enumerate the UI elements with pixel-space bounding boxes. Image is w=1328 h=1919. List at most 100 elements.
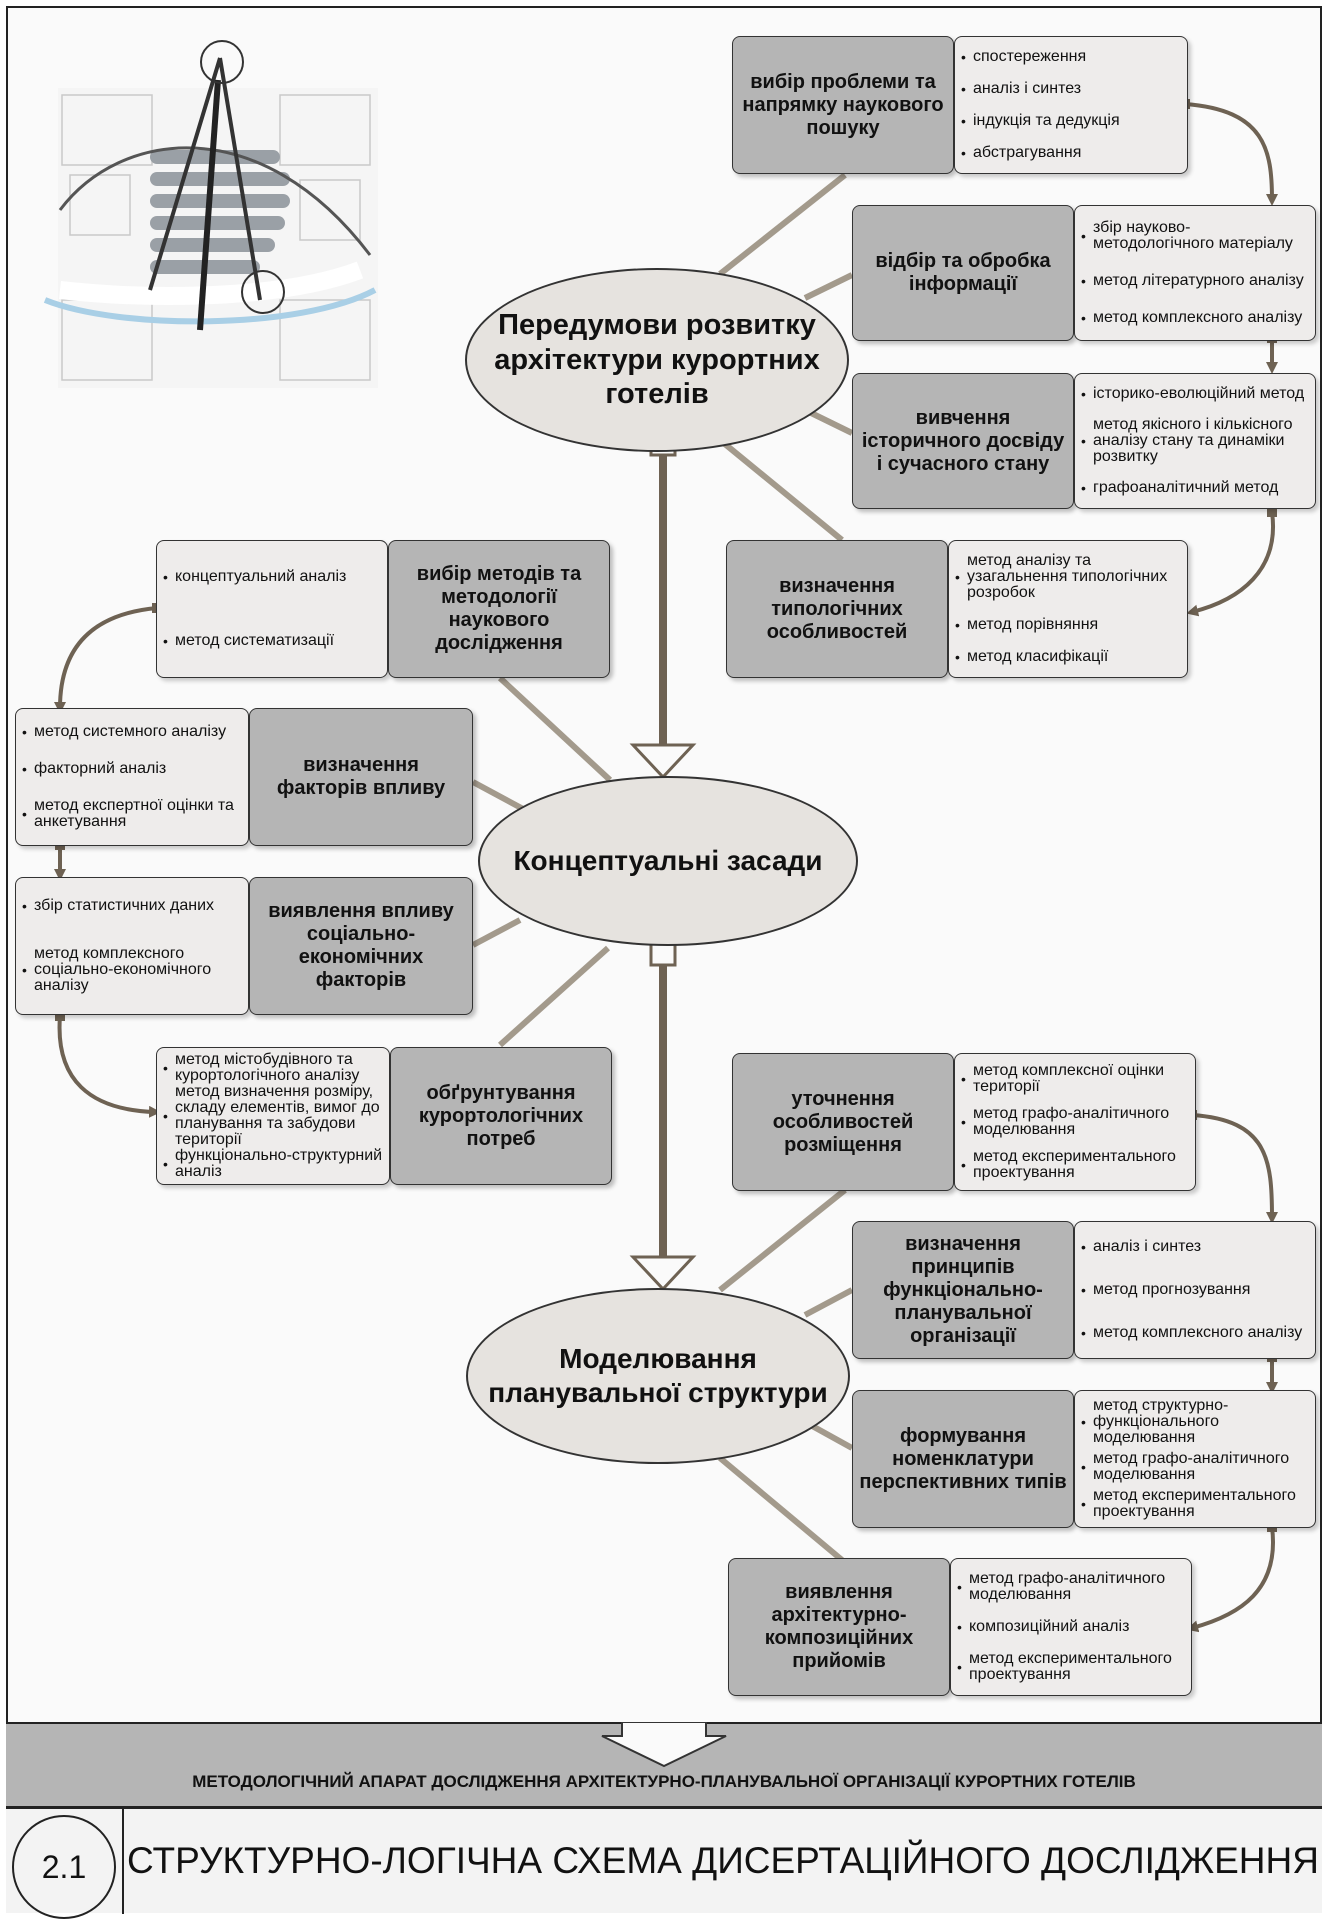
flow-arrowhead	[629, 1255, 697, 1292]
hub-label: Концептуальні засади	[513, 845, 823, 877]
banner-text: МЕТОДОЛОГІЧНИЙ АПАРАТ ДОСЛІДЖЕННЯ АРХІТЕ…	[192, 1772, 1136, 1791]
hotel-sketch-logo	[43, 40, 378, 388]
method-item: метод аналізу та узагальнення типологічн…	[955, 553, 1181, 601]
banner-down-arrow	[601, 1722, 727, 1768]
spokes	[471, 172, 854, 1563]
spoke	[718, 1455, 844, 1563]
hub-prerequisites: Передумови розвитку архітектури курортни…	[465, 268, 849, 452]
chain-arrows	[54, 102, 1278, 1633]
method-item: метод графо-аналітичного моделювання	[1081, 1450, 1309, 1483]
flow-arrowhead	[629, 743, 697, 780]
method-list: аналіз і синтез метод прогнозування мето…	[1074, 1221, 1316, 1359]
method-item: метод містобудівного та курортологічного…	[163, 1052, 383, 1084]
step-node: вивчення історичного досвіду і сучасного…	[852, 373, 1074, 509]
spoke	[718, 1187, 847, 1293]
method-item: аналіз і синтез	[961, 81, 1181, 97]
method-item: факторний аналіз	[22, 760, 242, 777]
step-node: виявлення впливу соціально-економічних ф…	[249, 877, 473, 1015]
method-item: індукція та дедукція	[961, 113, 1181, 129]
step-label: визначення принципів функціонально-плану…	[883, 1232, 1043, 1347]
method-item: концептуальний аналіз	[163, 569, 381, 585]
step-node: визначення факторів впливу	[249, 708, 473, 846]
spoke	[471, 917, 522, 948]
method-item: метод комплексного аналізу	[1081, 309, 1309, 326]
hub-label: Передумови розвитку архітектури курортни…	[494, 308, 820, 411]
method-list: метод містобудівного та курортологічного…	[156, 1047, 390, 1185]
method-item: композиційний аналіз	[957, 1619, 1185, 1635]
step-label: виявлення архітектурно-композиційних при…	[764, 1581, 914, 1672]
step-label: визначення факторів впливу	[276, 754, 446, 799]
method-list: збір науково-методологічного матеріалу м…	[1074, 205, 1316, 341]
step-node: відбір та обробка інформації	[852, 205, 1074, 341]
spoke	[718, 172, 847, 277]
method-list: метод комплексної оцінки території метод…	[954, 1053, 1196, 1191]
step-node: виявлення архітектурно-композиційних при…	[728, 1558, 950, 1696]
method-item: метод комплексної оцінки території	[961, 1063, 1189, 1095]
spoke	[497, 945, 611, 1048]
step-node: вибір проблеми та напрямку наукового пош…	[732, 36, 954, 174]
chain-arrow	[1186, 511, 1276, 617]
step-node: уточнення особливостей розміщення	[732, 1053, 954, 1191]
method-list: метод структурно-функціонального моделюв…	[1074, 1390, 1316, 1528]
spoke	[803, 272, 854, 301]
method-item: функціонально-структурний аналіз	[163, 1148, 383, 1180]
step-node: вибір методів та методології наукового д…	[388, 540, 610, 678]
method-list: метод графо-аналітичного моделювання ком…	[950, 1558, 1192, 1696]
spoke	[497, 675, 613, 783]
method-item: метод системного аналізу	[22, 723, 242, 740]
step-node: формування номенклатури перспективних ти…	[852, 1390, 1074, 1528]
method-list: метод системного аналізу факторний аналі…	[15, 708, 249, 846]
step-label: формування номенклатури перспективних ти…	[859, 1424, 1067, 1493]
step-label: уточнення особливостей розміщення	[772, 1087, 914, 1156]
method-item: історико-еволюційний метод	[1081, 385, 1309, 402]
chain-arrow	[54, 606, 158, 714]
method-item: метод порівняння	[955, 617, 1181, 633]
method-item: метод експериментального проектування	[957, 1651, 1185, 1683]
step-label: обґрунтування курортологічних потреб	[418, 1081, 584, 1150]
method-list: метод аналізу та узагальнення типологічн…	[948, 540, 1188, 678]
spoke	[471, 779, 527, 813]
hub-conceptual-foundations: Концептуальні засади	[478, 776, 858, 946]
method-list: спостереження аналіз і синтез індукція т…	[954, 36, 1188, 174]
hub-planning-modeling: Моделювання планувальної структури	[466, 1288, 850, 1464]
step-label: вибір проблеми та напрямку наукового пош…	[742, 70, 944, 139]
step-label: визначення типологічних особливостей	[766, 574, 908, 643]
method-item: аналіз і синтез	[1081, 1239, 1309, 1255]
method-item: метод графо-аналітичного моделювання	[957, 1571, 1185, 1603]
method-item: абстрагування	[961, 145, 1181, 161]
spoke	[803, 1287, 854, 1318]
spoke	[718, 437, 844, 543]
spoke	[803, 407, 854, 436]
step-node: обґрунтування курортологічних потреб	[390, 1047, 612, 1185]
chain-dot	[55, 1011, 65, 1021]
chain-arrow	[57, 1015, 161, 1118]
chain-dot	[1267, 507, 1277, 517]
sheet-number: 2.1	[12, 1815, 116, 1919]
method-list: збір статистичних даних метод комплексно…	[15, 877, 249, 1015]
chain-arrow	[1191, 1113, 1278, 1224]
method-item: метод структурно-функціонального моделюв…	[1081, 1397, 1309, 1446]
method-item: метод комплексного соціально-економічног…	[22, 946, 242, 994]
method-item: спостереження	[961, 49, 1181, 65]
method-item: метод експериментального проектування	[961, 1148, 1189, 1181]
method-item: збір статистичних даних	[22, 898, 242, 914]
method-item: метод літературного аналізу	[1081, 272, 1309, 289]
step-label: вибір методів та методології наукового д…	[416, 563, 582, 654]
method-item: графоаналітичний метод	[1081, 480, 1309, 496]
step-label: виявлення впливу соціально-економічних ф…	[268, 900, 454, 991]
chain-arrow	[1184, 102, 1278, 206]
method-item: метод експертної оцінки та анкетування	[22, 798, 242, 830]
method-item: метод комплексного аналізу	[1081, 1324, 1309, 1341]
method-item: метод визначення розміру, складу елемент…	[163, 1084, 383, 1148]
method-list: історико-еволюційний метод метод якісног…	[1074, 373, 1316, 509]
chain-arrow	[1186, 1526, 1276, 1633]
step-label: відбір та обробка інформації	[875, 250, 1051, 295]
method-item: метод якісного і кількісного аналізу ста…	[1081, 416, 1309, 465]
method-item: метод графо-аналітичного моделювання	[961, 1105, 1189, 1138]
method-item: метод прогнозування	[1081, 1281, 1309, 1298]
method-list: концептуальний аналіз метод систематизац…	[156, 540, 388, 678]
step-label: вивчення історичного досвіду і сучасного…	[861, 406, 1065, 475]
sheet-title-block: 2.1 СТРУКТУРНО-ЛОГІЧНА СХЕМА ДИСЕРТАЦІЙН…	[6, 1808, 1322, 1919]
method-item: метод систематизації	[163, 633, 381, 649]
